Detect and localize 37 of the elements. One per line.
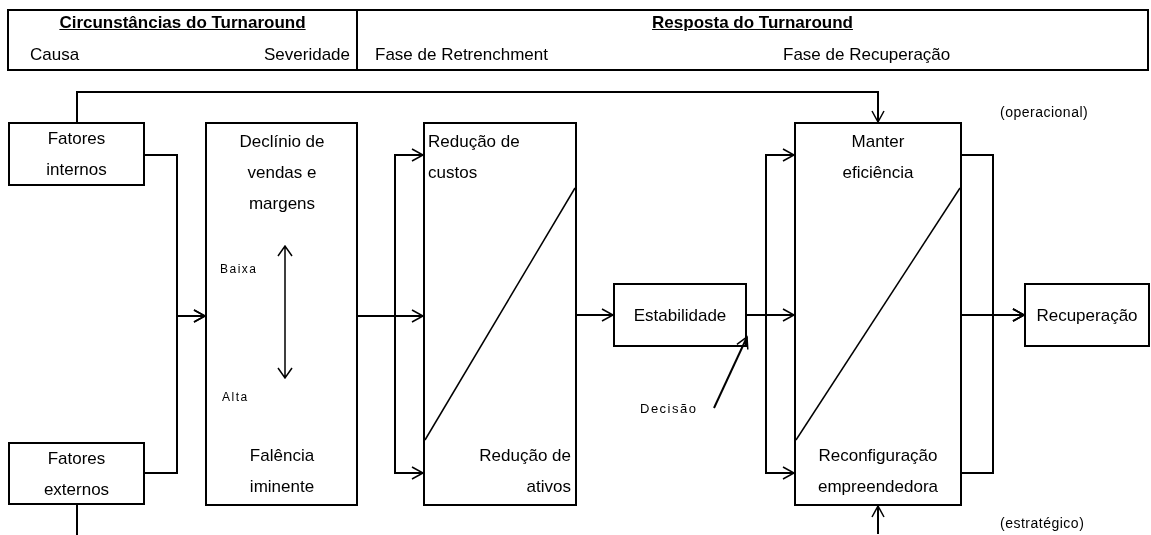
column-heading: Resposta do Turnaround	[652, 13, 853, 33]
process-box	[205, 122, 358, 506]
box-label: Redução de custos	[428, 131, 521, 184]
annotation-label: (estratégico)	[1000, 515, 1085, 531]
process-box	[613, 283, 747, 347]
process-box	[1024, 283, 1150, 347]
box-label: Fatores externos	[42, 447, 111, 501]
scale-label: Alta	[222, 390, 249, 404]
process-box	[423, 122, 577, 506]
arrow	[713, 336, 749, 409]
connector-line	[76, 504, 78, 535]
process-box	[794, 122, 962, 506]
box-label: Reconfiguração empreendedora	[817, 445, 939, 498]
process-box	[8, 442, 145, 505]
box-label: Falência iminente	[248, 445, 316, 498]
annotation-label: (operacional)	[1000, 104, 1089, 120]
phase-label: Fase de Retrenchment	[375, 45, 548, 65]
phase-label: Fase de Recuperação	[783, 45, 951, 65]
box-label: Recuperação	[1035, 304, 1139, 327]
arrow	[144, 309, 206, 474]
arrow	[357, 315, 424, 480]
box-label: Manter eficiência	[841, 131, 915, 184]
annotation-text: Decisão	[640, 398, 714, 420]
box-label: Estabilidade	[632, 304, 728, 327]
arrow	[961, 308, 1025, 474]
arrow	[871, 505, 885, 535]
arrow	[576, 308, 614, 322]
arrow	[746, 314, 795, 480]
column-heading: Circunstâncias do Turnaround	[59, 13, 306, 33]
scale-label: Baixa	[220, 262, 258, 276]
box-label: Redução de ativos	[478, 445, 571, 498]
phase-label: Causa	[30, 45, 80, 65]
arrow	[76, 91, 885, 123]
phase-label: Severidade	[264, 45, 350, 65]
process-box	[8, 122, 145, 186]
box-label: Fatores internos	[45, 128, 108, 181]
box-label: Declínio de vendas e margens	[238, 131, 326, 215]
